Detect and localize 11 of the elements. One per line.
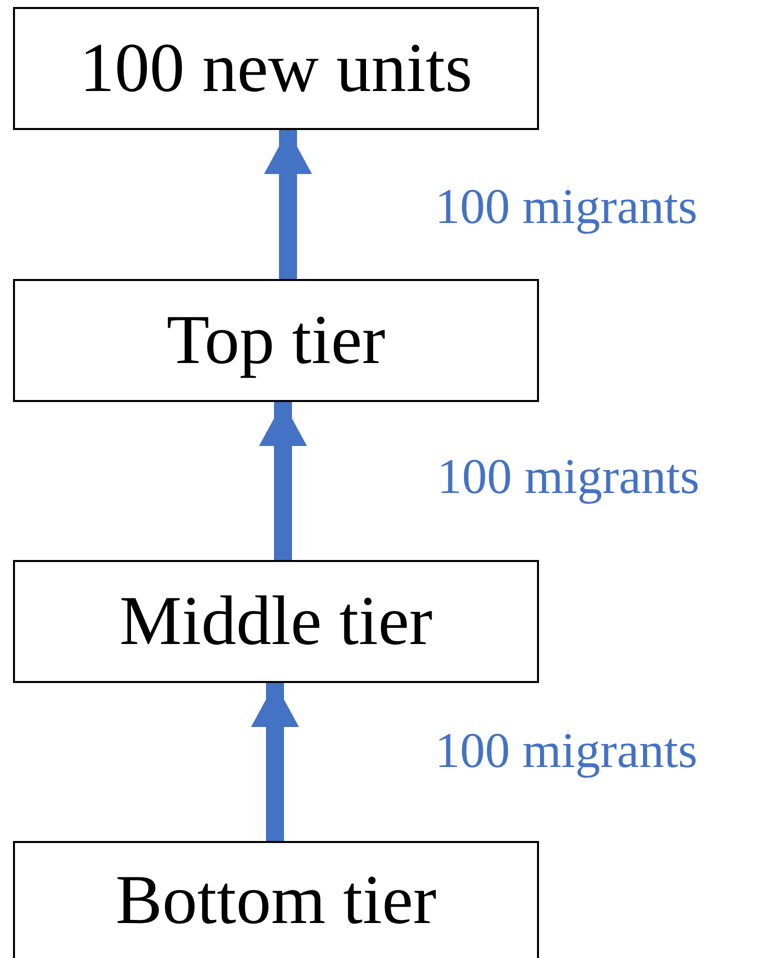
arrow — [259, 402, 307, 560]
box-label: 100 new units — [80, 34, 472, 104]
box-label: Middle tier — [120, 586, 432, 656]
tier-box — [13, 279, 539, 402]
tier-box — [13, 7, 539, 130]
tier-box — [13, 560, 539, 683]
arrow — [264, 130, 312, 279]
arrow — [251, 683, 299, 841]
box-label: Top tier — [166, 306, 386, 376]
tier-box — [13, 841, 539, 958]
box-label: Bottom tier — [116, 866, 436, 936]
